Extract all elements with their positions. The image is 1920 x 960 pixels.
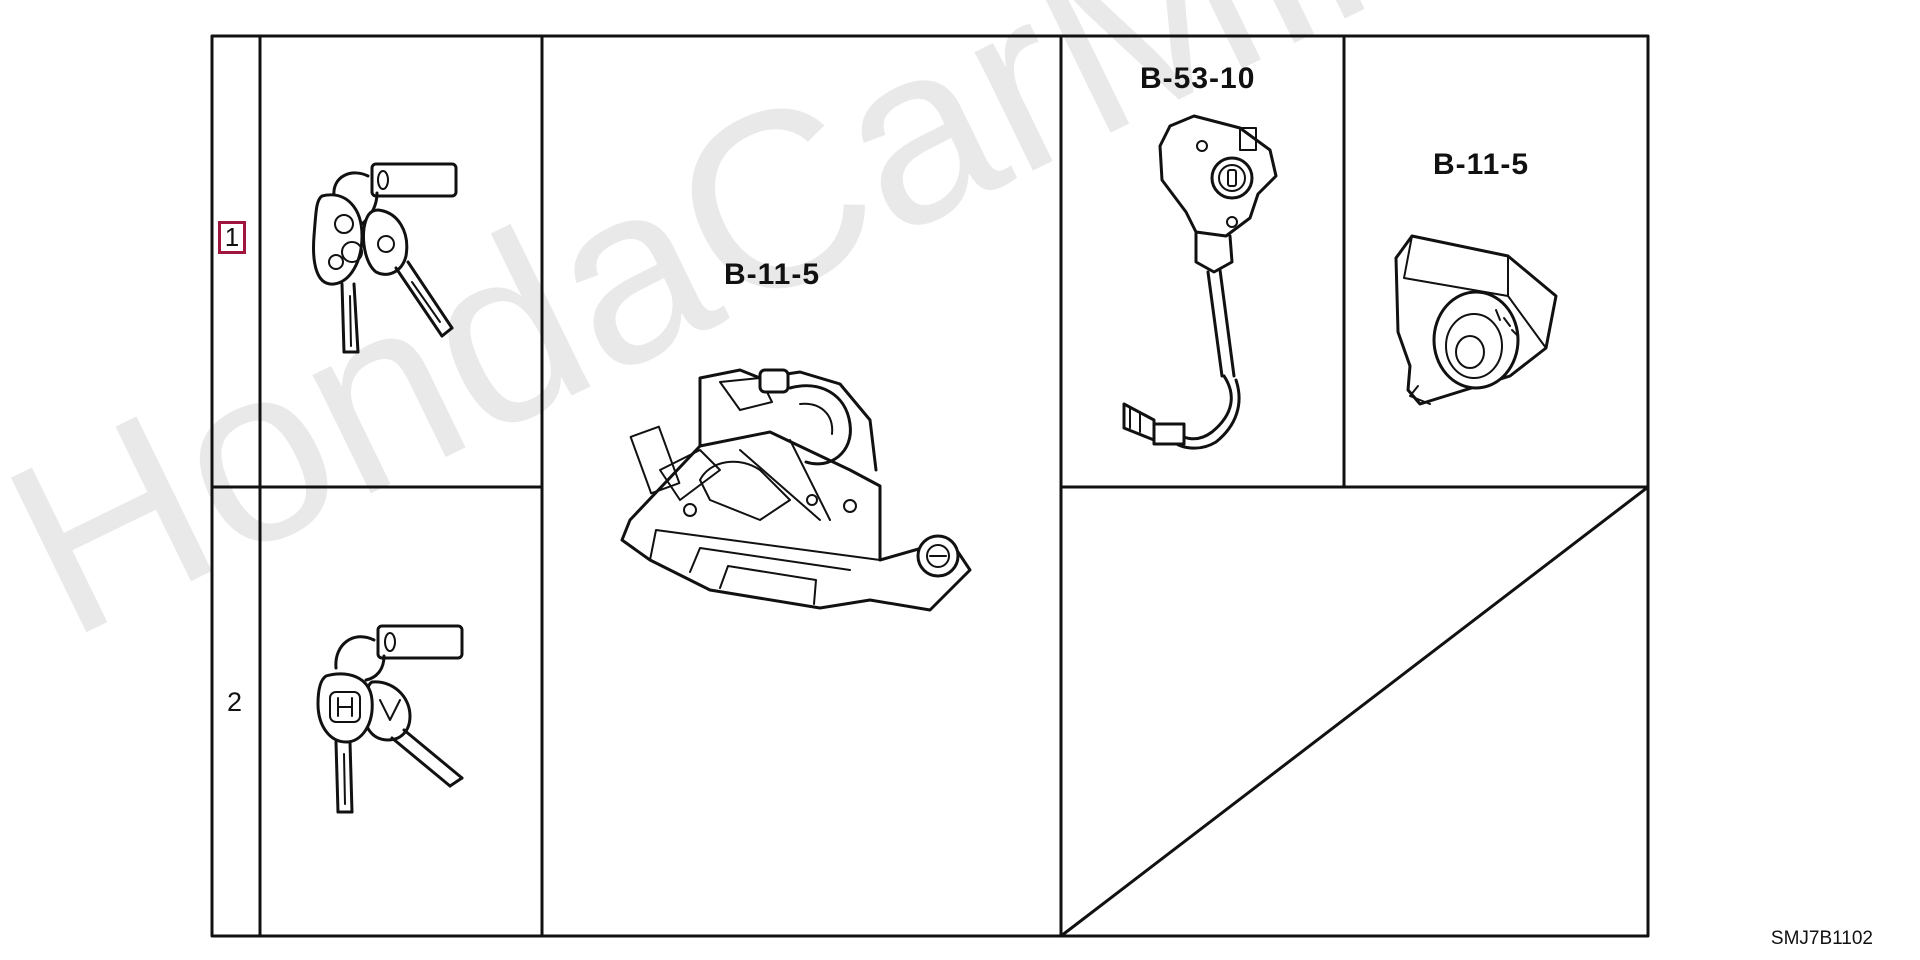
smart-key-illustration [312, 162, 458, 354]
row-number-2[interactable]: 2 [227, 687, 243, 717]
row-number-1-highlighted[interactable]: 1 [218, 221, 246, 254]
ignition-switch-assembly-ref[interactable]: B-11-5 [724, 258, 821, 291]
ignition-switch-ref[interactable]: B-11-5 [1433, 148, 1530, 181]
honda-key-illustration [316, 624, 464, 814]
door-cylinder-illustration [1122, 114, 1278, 450]
door-cylinder-ref[interactable]: B-53-10 [1140, 62, 1256, 95]
diagram-code: SMJ7B1102 [1770, 928, 1873, 949]
grid-lines [210, 34, 1650, 938]
empty-cell-diagonal [1059, 485, 1650, 938]
ignition-switch-illustration [1394, 234, 1558, 406]
ignition-switch-assembly-illustration [620, 368, 972, 612]
